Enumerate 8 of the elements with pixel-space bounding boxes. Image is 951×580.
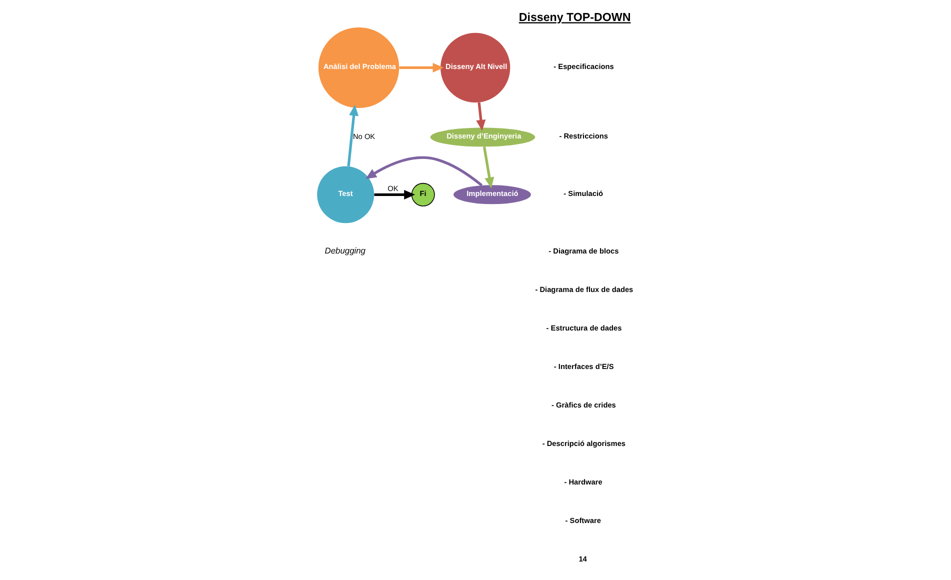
arrow: [346, 104, 358, 166]
arrow: [374, 190, 415, 200]
arrow: [364, 156, 482, 186]
arrow: [482, 146, 494, 188]
diagram-title: Disseny TOP-DOWN: [518, 11, 630, 24]
arrow: [476, 102, 486, 131]
arrow: [398, 62, 444, 72]
node-label: Debugging: [324, 246, 366, 256]
